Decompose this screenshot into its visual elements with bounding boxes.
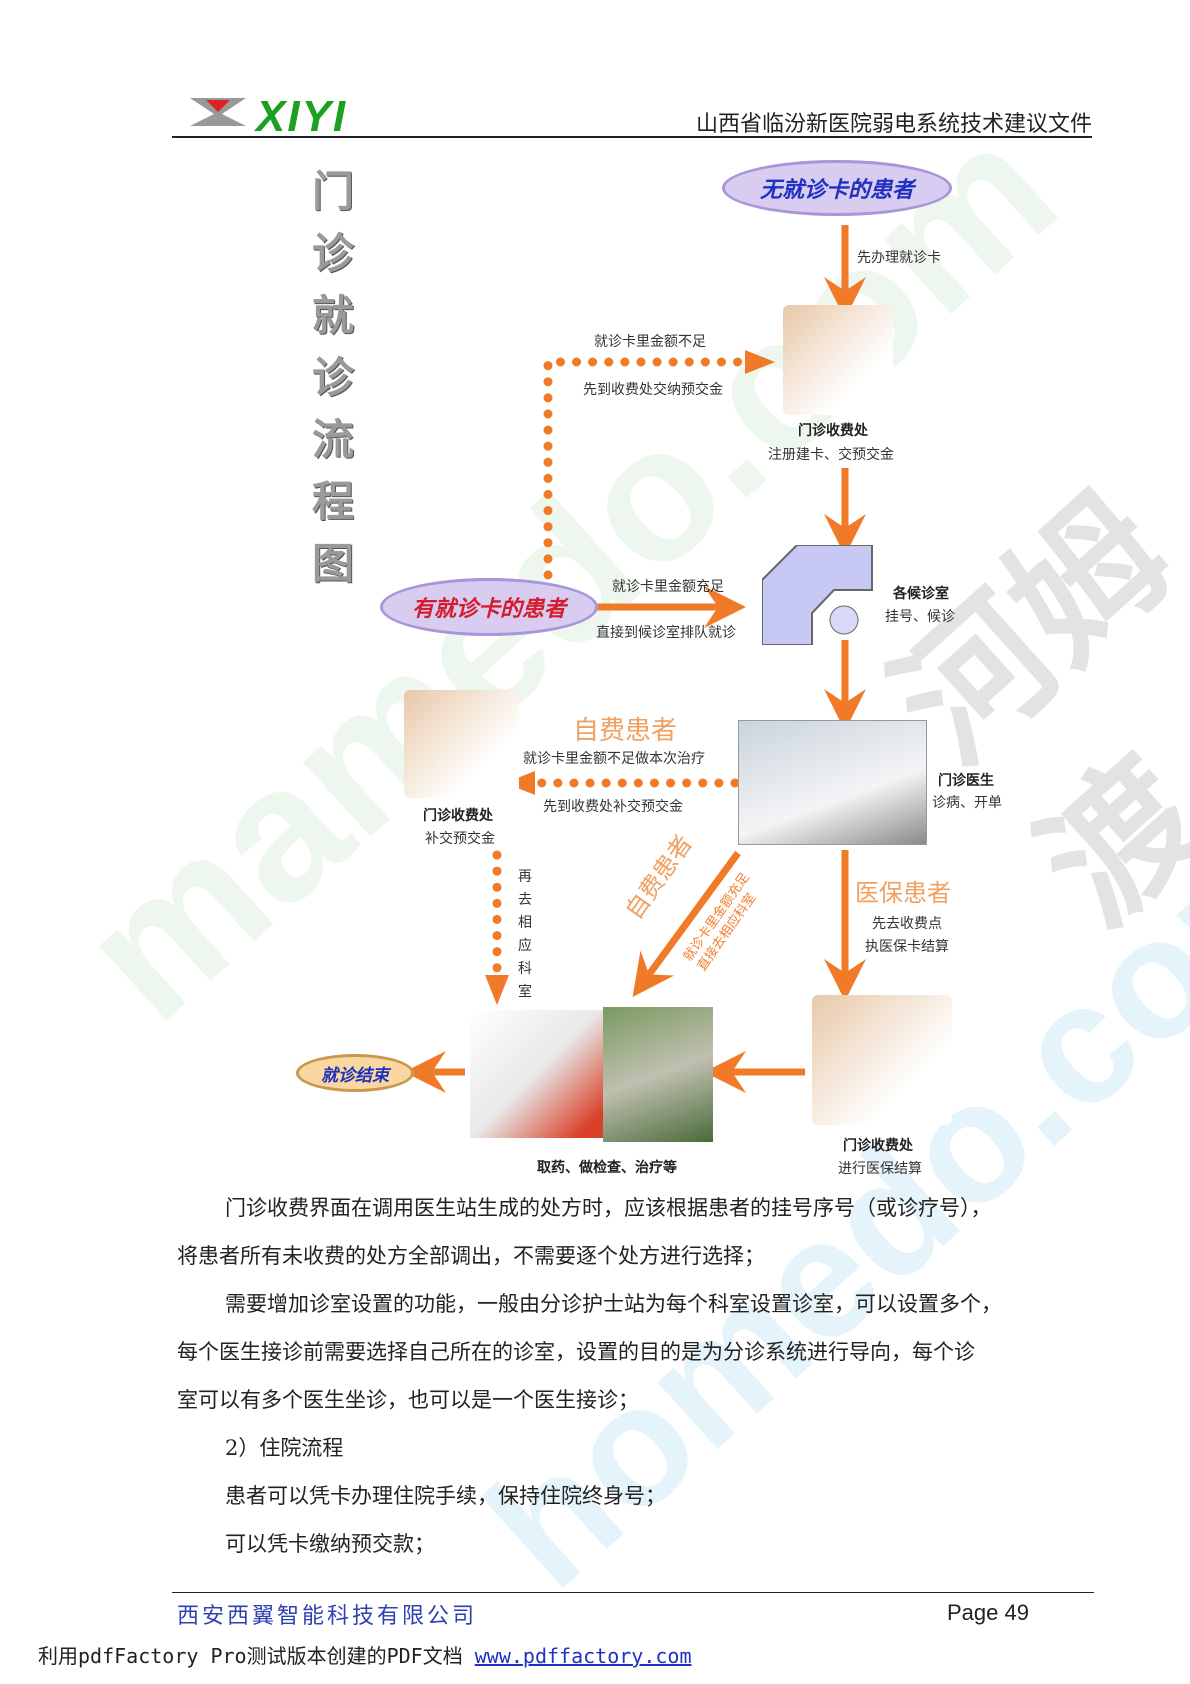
insured-label: 医保患者 [855, 879, 951, 907]
cashier3-sub: 进行医保结算 [838, 1161, 922, 1177]
insured-sub: 执医保卡结算 [865, 939, 949, 955]
edge-label: 直接到候诊室排队就诊 [596, 625, 736, 641]
cashier2-sub: 补交预交金 [425, 831, 495, 847]
footer-company: 西安西翼智能科技有限公司 [177, 1604, 478, 1629]
cloud-no-card: 无就诊卡的患者 [722, 160, 952, 216]
header-divider [172, 136, 1092, 138]
pdf-notice: 利用pdfFactory Pro测试版本创建的PDF文档 www.pdffact… [38, 1640, 692, 1669]
cloud-has-card: 有就诊卡的患者 [380, 578, 598, 636]
footer-divider [172, 1592, 1094, 1593]
edge-label: 先办理就诊卡 [857, 250, 941, 266]
edge-label: 就诊卡里金额不足做本次治疗 [523, 751, 705, 767]
edge-label: 先到收费处交纳预交金 [583, 382, 723, 398]
cashier-illustration [812, 995, 952, 1125]
vertical-title-char: 门 [312, 167, 355, 216]
vertical-title-char: 流 [312, 415, 355, 464]
cloud-end: 就诊结束 [296, 1054, 414, 1092]
insured-sub: 先去收费点 [872, 916, 942, 932]
cashier3-title: 门诊收费处 [843, 1138, 913, 1154]
paragraph: 患者可以凭卡办理住院手续，保持住院终身号； [225, 1484, 666, 1508]
vertical-title-char: 程 [312, 477, 355, 526]
cashier2-title: 门诊收费处 [423, 808, 493, 824]
vertical-title-char: 就 [312, 291, 355, 340]
vertical-title-char: 诊 [312, 353, 355, 402]
logo-mark-icon [190, 98, 246, 126]
waiting-room-icon [762, 545, 873, 645]
waiting-title: 各候诊室 [893, 586, 949, 602]
self-pay-label: 自费患者 [573, 716, 678, 746]
cashier-illustration [783, 305, 893, 415]
vertical-title-char: 诊 [312, 229, 355, 278]
body-text: 门诊收费界面在调用医生站生成的处方时，应该根据患者的挂号序号（或诊疗号）， 将患… [177, 1184, 1087, 1568]
cashier-illustration [404, 690, 519, 798]
treatment-label: 取药、做检查、治疗等 [537, 1160, 677, 1176]
arrow [632, 850, 741, 997]
vertical-title-char: 图 [312, 539, 355, 588]
footer-page-number: Page 49 [947, 1600, 1029, 1625]
pdffactory-link[interactable]: www.pdffactory.com [474, 1644, 692, 1668]
doctor-sub: 诊病、开单 [932, 795, 1002, 811]
doctor-title: 门诊医生 [938, 773, 994, 789]
doctor-photo [738, 720, 927, 845]
edge-label: 先到收费处补交预交金 [543, 799, 683, 815]
paragraph: 需要增加诊室设置的功能，一般由分诊护士站为每个科室设置诊室，可以设置多个， [225, 1292, 1002, 1316]
pdf-notice-text: 利用pdfFactory Pro测试版本创建的PDF文档 [38, 1644, 475, 1668]
paragraph: 可以凭卡缴纳预交款； [225, 1532, 435, 1556]
dentist-illustration [470, 1010, 603, 1138]
paragraph: 将患者所有未收费的处方全部调出，不需要逐个处方进行选择； [177, 1244, 765, 1268]
section-heading: 2）住院流程 [225, 1436, 344, 1460]
header-title: 山西省临汾新医院弱电系统技术建议文件 [695, 112, 1092, 137]
cashier1-title: 门诊收费处 [798, 423, 868, 439]
logo-text: XIYI [256, 92, 348, 141]
edge-label: 就诊卡里金额充足 [612, 579, 724, 595]
edge-label: 就诊卡里金额不足 [594, 334, 706, 350]
dotted-arrow [543, 357, 750, 580]
paragraph: 每个医生接诊前需要选择自己所在的诊室，设置的目的是为分诊系统进行导向，每个诊 [177, 1340, 975, 1364]
paragraph: 室可以有多个医生坐诊，也可以是一个医生接诊； [177, 1388, 639, 1412]
paragraph: 门诊收费界面在调用医生站生成的处方时，应该根据患者的挂号序号（或诊疗号）， [225, 1196, 992, 1220]
go-dept-label: 再去相应科室 [518, 869, 532, 1000]
cashier1-sub: 注册建卡、交预交金 [768, 447, 894, 463]
waiting-sub: 挂号、候诊 [885, 609, 955, 625]
eye-exam-illustration [603, 1007, 713, 1142]
